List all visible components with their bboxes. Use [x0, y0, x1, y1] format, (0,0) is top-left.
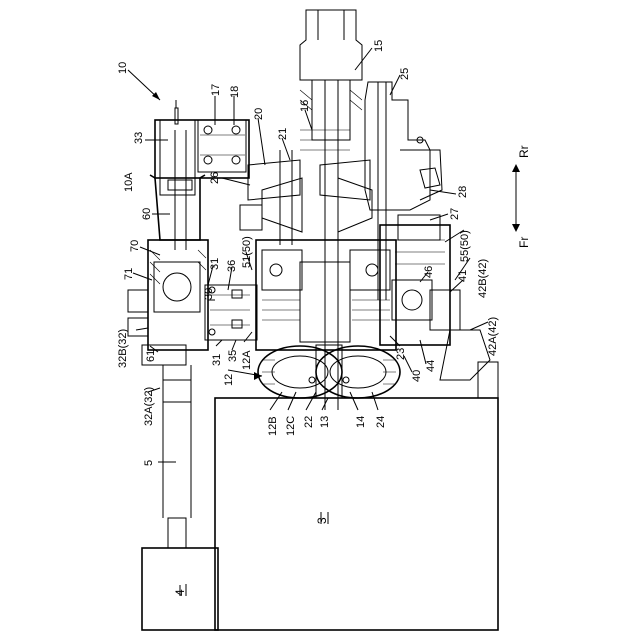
label-46: 46 [423, 266, 435, 278]
label-27: 27 [449, 208, 461, 220]
label-10A: 10A [123, 172, 135, 192]
label-17: 17 [210, 84, 222, 96]
label-60: 60 [141, 208, 153, 220]
label-35: 35 [227, 350, 239, 362]
label-31-upper: 31 [209, 258, 221, 270]
direction-indicator: Rr Fr [512, 145, 531, 248]
label-21: 21 [277, 128, 289, 140]
label-10: 10 [117, 62, 129, 74]
label-71: 71 [123, 268, 135, 280]
label-13: 13 [319, 416, 331, 428]
housing-block-3 [215, 398, 498, 630]
label-42B-42: 42B(42) [477, 259, 489, 298]
transmission-mechanism [128, 10, 498, 410]
label-31-lower: 31 [211, 354, 223, 366]
direction-rr: Rr [517, 145, 531, 158]
label-12B: 12B [267, 416, 279, 436]
label-5: 5 [143, 460, 155, 466]
label-28: 28 [457, 186, 469, 198]
label-22: 22 [303, 416, 315, 428]
label-32A-32: 32A(32) [143, 387, 155, 426]
label-20: 20 [253, 108, 265, 120]
underline-marks [186, 512, 328, 596]
label-32B-32: 32B(32) [117, 329, 129, 368]
label-36: 36 [226, 260, 238, 272]
label-30: 30 [203, 288, 215, 300]
label-61: 61 [145, 350, 157, 362]
label-40: 40 [411, 370, 423, 382]
rod-5 [163, 380, 191, 548]
label-12: 12 [223, 374, 235, 386]
direction-fr: Fr [517, 237, 531, 248]
label-51-50: 51(50) [241, 236, 253, 268]
label-16: 16 [299, 100, 311, 112]
label-42A-42: 42A(42) [487, 317, 499, 356]
label-14: 14 [355, 416, 367, 428]
label-12C: 12C [285, 416, 297, 436]
label-26: 26 [209, 172, 221, 184]
label-44: 44 [425, 360, 437, 372]
reference-labels: 10 10A 33 17 18 20 21 16 15 25 26 28 27 … [117, 40, 499, 596]
label-33: 33 [133, 132, 145, 144]
label-23: 23 [395, 348, 407, 360]
label-25: 25 [399, 68, 411, 80]
label-70: 70 [129, 240, 141, 252]
label-55-50: 55(50) [459, 230, 471, 262]
label-24: 24 [375, 416, 387, 428]
label-18: 18 [229, 86, 241, 98]
label-15: 15 [373, 40, 385, 52]
label-12A: 12A [241, 350, 253, 370]
label-4: 4 [173, 589, 187, 596]
label-41: 41 [457, 270, 469, 282]
label-3: 3 [315, 517, 329, 524]
